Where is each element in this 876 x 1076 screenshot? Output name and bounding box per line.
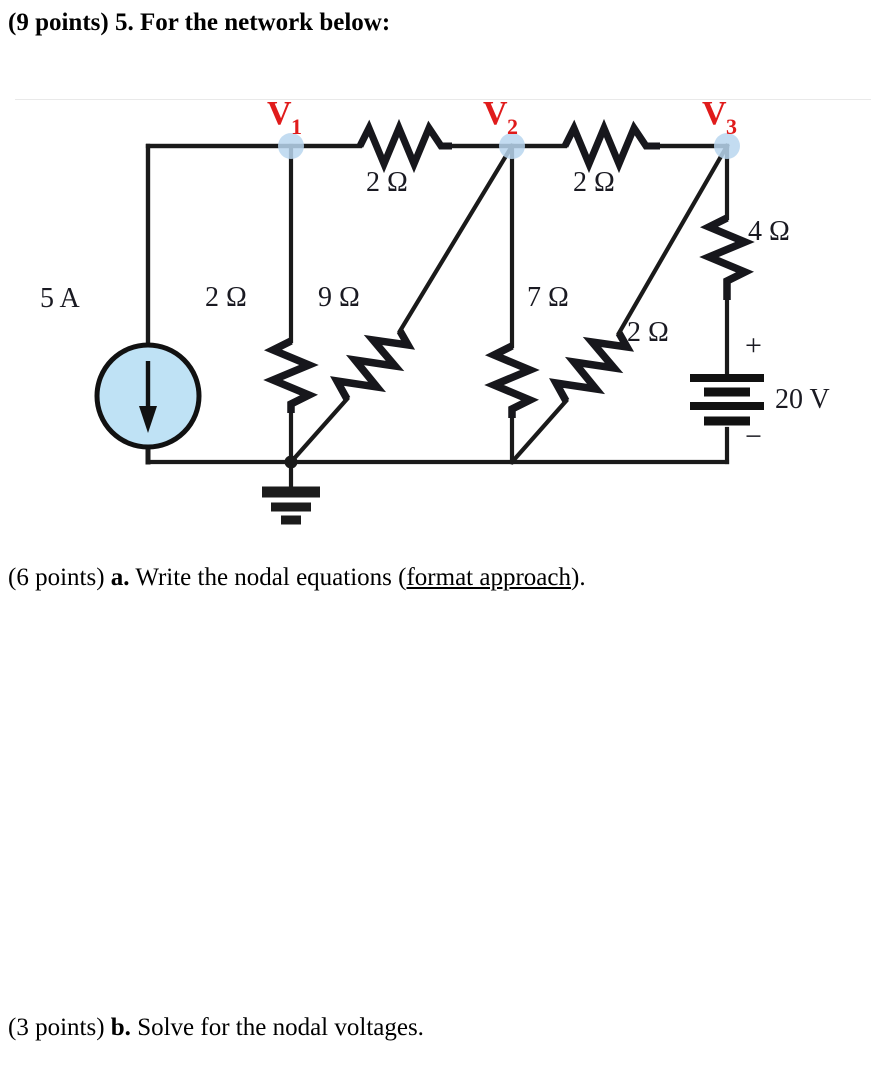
node-dot-v2 [499, 133, 525, 159]
resistor-label-diagonal-2ohm: 2 Ω [627, 317, 669, 348]
battery-plus-sign: + [745, 329, 762, 362]
resistor-label-v3-battery: 4 Ω [748, 216, 790, 247]
part-a-points: (6 points) [8, 564, 105, 591]
part-b-letter: b. [110, 1014, 131, 1041]
resistor-top-v2-v3: 2 Ω [561, 118, 660, 198]
heading-number: 5. [114, 9, 134, 36]
ground-symbol [262, 455, 320, 525]
part-b-points: (3 points) [8, 1014, 105, 1041]
resistor-top-v1-v2: 2 Ω [356, 118, 452, 198]
resistor-label-v1-ground: 2 Ω [205, 282, 247, 313]
resistor-label-top-v2-v3: 2 Ω [573, 167, 615, 198]
node-labels: V 1 V 2 V 3 [267, 95, 737, 139]
resistor-v2-ground: 7 Ω [484, 282, 569, 418]
question-part-a: (6 points) a. Write the nodal equations … [8, 563, 586, 593]
node-sub-v3: 3 [726, 114, 737, 139]
node-label-v1: V [267, 95, 292, 132]
node-dot-v1 [278, 133, 304, 159]
part-a-text-before: Write the nodal equations ( [135, 564, 407, 591]
part-b-text: Solve for the nodal voltages. [137, 1014, 424, 1041]
resistor-label-v2-ground: 7 Ω [527, 282, 569, 313]
resistor-label-top-v1-v2: 2 Ω [366, 167, 408, 198]
heading-points: (9 points) [8, 9, 109, 36]
part-a-letter: a. [110, 564, 130, 591]
node-sub-v2: 2 [507, 114, 518, 139]
horizontal-rule [15, 99, 871, 100]
circuit-svg: 2 Ω 2 Ω 2 Ω 9 Ω [40, 95, 830, 525]
question-part-b: (3 points) b. Solve for the nodal voltag… [8, 1013, 424, 1043]
voltage-source-battery: + − 20 V [690, 329, 830, 453]
current-source-label: 5 A [40, 283, 80, 314]
part-a-emphasis: format approach [406, 564, 571, 591]
node-label-v2: V [483, 95, 508, 132]
voltage-source-label: 20 V [775, 384, 830, 415]
current-source: 5 A [40, 283, 202, 450]
circuit-diagram: 2 Ω 2 Ω 2 Ω 9 Ω [0, 88, 876, 558]
node-dots [278, 133, 740, 159]
wire-frame [145, 143, 730, 465]
question-heading: (9 points) 5. For the network below: [8, 8, 390, 38]
node-label-v3: V [702, 95, 727, 132]
resistor-diagonal-9ohm: 9 Ω [288, 143, 515, 465]
resistor-label-diagonal-9ohm: 9 Ω [318, 282, 360, 313]
node-dot-v3 [714, 133, 740, 159]
heading-text: For the network below: [139, 9, 391, 36]
resistor-v3-battery: 4 Ω [699, 214, 790, 300]
resistor-diagonal-2ohm: 2 Ω [509, 143, 730, 465]
battery-minus-sign: − [745, 420, 762, 453]
node-sub-v1: 1 [291, 114, 302, 139]
resistor-v1-ground: 2 Ω [205, 282, 319, 413]
part-a-text-after: ). [571, 564, 586, 591]
